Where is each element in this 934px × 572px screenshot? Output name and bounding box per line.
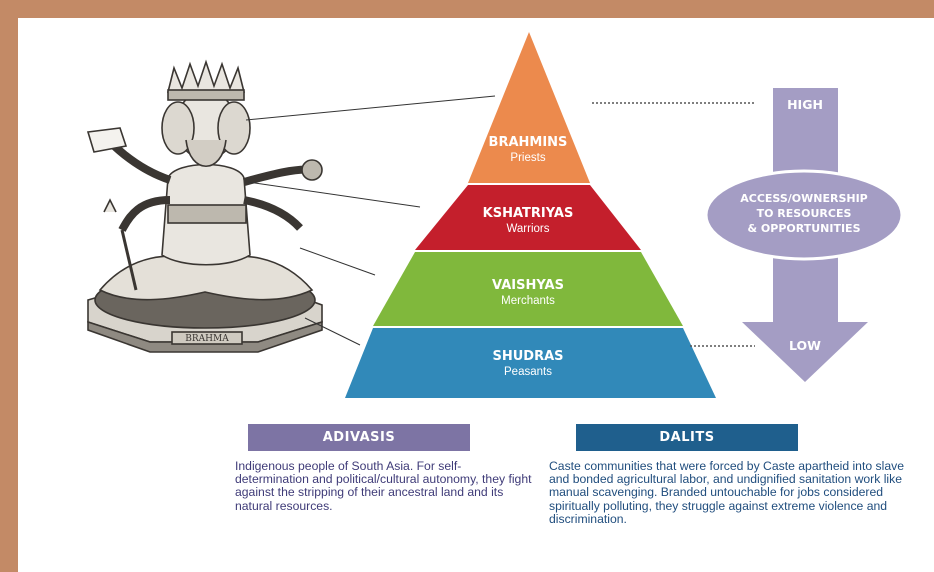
oval-line-3: & OPPORTUNITIES (748, 222, 861, 235)
adivasis-title: ADIVASIS (322, 430, 396, 445)
tier-role-shudras: Peasants (504, 366, 552, 378)
oval-line-1: ACCESS/OWNERSHIP (740, 192, 868, 205)
dalits-description: Caste communities that were forced by Ca… (549, 459, 904, 526)
brahma-statue-illustration: BRAHMA (86, 59, 323, 353)
pyramid-tier-brahmins (468, 32, 590, 183)
pyramid-tier-kshatriyas (415, 185, 641, 250)
dalits-title-bar: DALITS (576, 424, 798, 451)
dalits-title: DALITS (659, 430, 715, 445)
adivasis-description: Indigenous people of South Asia. For sel… (235, 459, 532, 513)
pyramid-tier-shudras (345, 328, 716, 398)
tier-name-shudras: SHUDRAS (492, 349, 563, 364)
tier-name-kshatriyas: KSHATRIYAS (483, 206, 574, 221)
connector-lines (245, 95, 496, 346)
tier-name-brahmins: BRAHMINS (489, 135, 568, 150)
tier-name-vaishyas: VAISHYAS (492, 278, 564, 293)
statue-label: BRAHMA (185, 334, 229, 344)
scale-low-label: LOW (789, 338, 821, 353)
diagram-svg: BRAHMA (86, 32, 904, 398)
tier-role-vaishyas: Merchants (501, 295, 555, 307)
pyramid-tier-vaishyas (373, 252, 683, 326)
access-scale-arrow: HIGH ACCESS/OWNERSHIP TO RESOURCES & OPP… (704, 88, 904, 382)
adivasis-title-bar: ADIVASIS (248, 424, 470, 451)
tier-role-kshatriyas: Warriors (506, 223, 549, 235)
caste-pyramid: BRAHMINS Priests KSHATRIYAS Warriors VAI… (345, 32, 716, 398)
diagram-canvas: BRAHMA (18, 18, 934, 572)
scale-high-label: HIGH (787, 97, 823, 112)
tier-role-brahmins: Priests (510, 152, 545, 164)
oval-line-2: TO RESOURCES (757, 207, 852, 220)
access-oval (704, 169, 904, 261)
